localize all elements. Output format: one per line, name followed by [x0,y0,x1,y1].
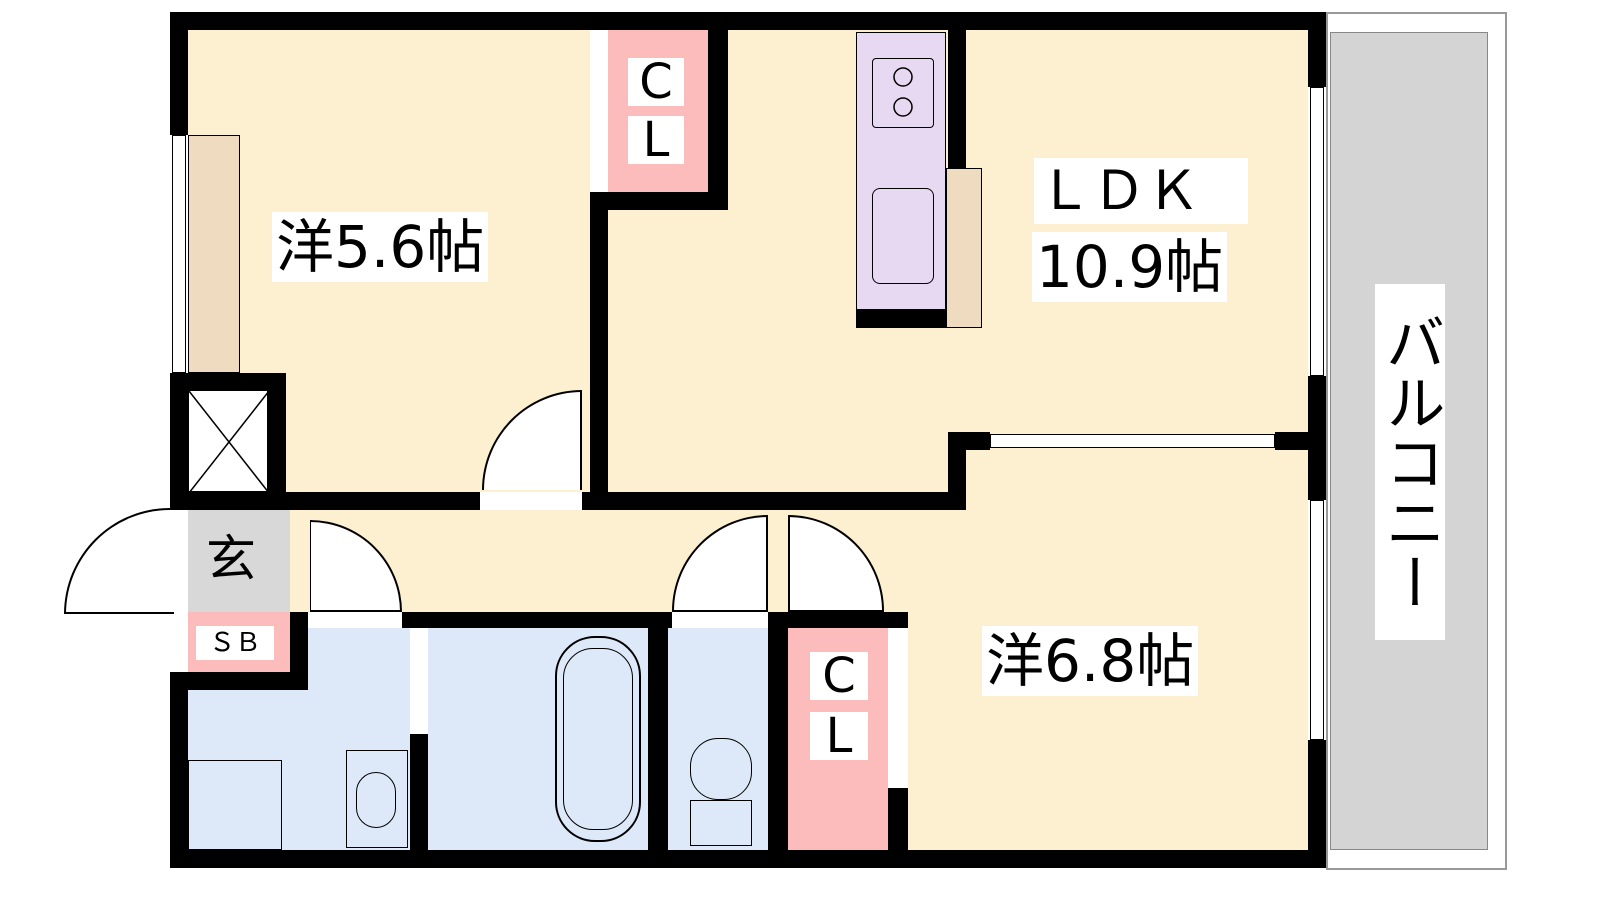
closet-a-l: L [628,116,684,164]
wall [708,30,728,210]
entrance [188,510,290,612]
ldk-size-label: 10.9帖 [1032,232,1228,302]
closet-b-l: L [810,712,868,760]
kitchen-base [856,310,946,328]
washbasin-icon [346,750,408,848]
wall [170,12,1326,30]
window[interactable] [1310,87,1324,376]
wall [170,492,480,510]
wall [768,628,788,850]
wall [1308,12,1326,87]
balcony-label: バルコニー [1375,284,1445,640]
wall [590,192,728,210]
wall [410,734,428,850]
wall [290,612,308,690]
stove-icon [872,58,934,128]
wall [768,612,908,628]
wall [170,12,188,135]
wall [1275,432,1308,450]
wall [888,788,908,850]
washer-space [188,760,282,850]
wall [402,612,672,628]
sliding-door[interactable] [990,434,1275,448]
western-room-b-label: 洋6.8帖 [982,626,1199,696]
wall [1308,740,1326,868]
window[interactable] [1310,500,1324,740]
western-room-a-label: 洋5.6帖 [272,212,489,282]
wall [170,850,1326,868]
toilet-tank [690,800,752,846]
sink-icon [872,188,934,284]
wall [648,628,668,850]
wall [170,672,188,868]
closet-a [608,30,708,192]
bathtub-inner [563,648,633,830]
toilet-icon [690,738,752,800]
kitchen-side-counter [946,168,982,328]
closet-a-c: C [628,58,684,106]
ldk-label: ＬＤＫ [1034,158,1248,224]
wall [948,432,966,510]
bathtub-icon [555,636,641,842]
washbasin-bowl [356,772,396,828]
entrance-door[interactable] [64,508,174,614]
wall [948,30,966,168]
window-counter [188,135,240,373]
wall [170,373,286,391]
window[interactable] [172,135,186,373]
entrance-label: 玄 [206,530,256,588]
wall [170,373,188,510]
wall [170,672,308,690]
wall [268,373,286,510]
closet-b-c: C [810,652,868,700]
shoe-box-label: ＳＢ [196,626,274,660]
kitchen-counter [856,32,946,310]
wall [582,492,966,510]
storage-box [188,390,270,494]
wall [590,192,608,510]
wall [1308,376,1326,500]
wall [948,432,990,450]
